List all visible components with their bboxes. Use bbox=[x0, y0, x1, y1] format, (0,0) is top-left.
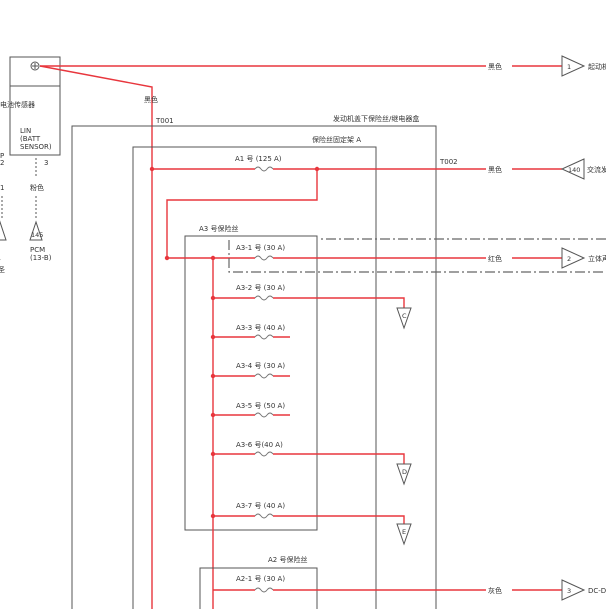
connector-starter: 黑色 1 起动机 bbox=[486, 55, 606, 77]
terminal-icon bbox=[30, 61, 40, 71]
fuse-a3-2: A3-2 号 (30 A) bbox=[213, 284, 405, 308]
connector-pin: 1 bbox=[567, 63, 571, 71]
connector-pin: 2 bbox=[567, 255, 571, 263]
fuse-a3-4: A3-4 号 (30 A) bbox=[213, 362, 290, 379]
wire-color: 黑色 bbox=[488, 62, 502, 71]
fuse-holder-a bbox=[132, 146, 377, 609]
offpage-d: D bbox=[396, 463, 412, 486]
fuse-a3-6: A3-6 号(40 A) bbox=[213, 441, 405, 464]
connector-dcdc: 灰色 3 DC-D bbox=[486, 579, 606, 601]
wire-color-black: 黑色 bbox=[144, 95, 158, 104]
pcm-connector: 145 PCM (13-B) bbox=[29, 220, 52, 262]
offpage-e: E bbox=[396, 523, 412, 546]
underhood-box-title: 发动机盖下保险丝/继电器盒 bbox=[333, 114, 419, 123]
fuse-block-a3 bbox=[184, 235, 318, 531]
wire-battery-main bbox=[39, 65, 153, 609]
lin-label: SENSOR) bbox=[20, 143, 52, 151]
fuse-a3-5: A3-5 号 (50 A) bbox=[213, 402, 290, 418]
connector-pin: 3 bbox=[567, 587, 571, 595]
fuse-block-a2-title: A2 号保险丝 bbox=[268, 555, 307, 564]
connector-dest: 立体声 bbox=[588, 254, 606, 263]
svg-text:E: E bbox=[402, 528, 406, 536]
wire-color: 黑色 bbox=[488, 165, 502, 174]
wire-color-pink: 粉色 bbox=[30, 183, 44, 192]
fuse-a3-7: A3-7 号 (40 A) bbox=[213, 502, 405, 524]
offpage-c: C bbox=[396, 307, 412, 330]
fuse-label: A2-1 号 (30 A) bbox=[236, 575, 285, 583]
fuse-a1: A1 号 (125 A) bbox=[152, 155, 515, 172]
fuse-label: A3-1 号 (30 A) bbox=[236, 244, 285, 252]
underhood-fuse-box bbox=[71, 125, 437, 609]
connector-dest: 交流发 bbox=[587, 165, 606, 174]
pcm-label: (13-B) bbox=[30, 254, 52, 262]
connector-dest: 起动机 bbox=[588, 62, 606, 71]
junction-t002: T002 bbox=[439, 158, 458, 166]
wire-color: 红色 bbox=[488, 254, 502, 263]
fuse-label: A3-3 号 (40 A) bbox=[236, 324, 285, 332]
battery-sensor-box: 电池传感器 LIN (BATT SENSOR) bbox=[0, 56, 61, 156]
fuse-holder-a-title: 保险丝固定架 A bbox=[312, 135, 361, 144]
fuse-label: A1 号 (125 A) bbox=[235, 155, 282, 163]
connector-pin: 140 bbox=[568, 166, 580, 174]
sensor-label: 电池传感器 bbox=[0, 100, 35, 109]
fuse-label: A3-5 号 (50 A) bbox=[236, 402, 285, 410]
pcm-label: PCM bbox=[30, 246, 45, 254]
fuse-a3-3: A3-3 号 (40 A) bbox=[213, 324, 290, 340]
fuse-label: A3-6 号(40 A) bbox=[236, 441, 283, 449]
connector-stereo: 红色 2 立体声 bbox=[486, 247, 606, 269]
pin-label: P bbox=[0, 152, 4, 160]
pin-label: 1 bbox=[0, 184, 4, 192]
svg-text:C: C bbox=[402, 312, 407, 320]
wire-color: 灰色 bbox=[488, 586, 502, 595]
fuse-a2-1: A2-1 号 (30 A) bbox=[213, 575, 515, 593]
svg-text:/: / bbox=[0, 258, 1, 266]
fuse-a3-1: A3-1 号 (30 A) bbox=[213, 244, 515, 261]
lin-label: (BATT bbox=[20, 135, 41, 143]
fuse-label: A3-2 号 (30 A) bbox=[236, 284, 285, 292]
connector-alternator: 黑色 140 交流发 bbox=[486, 158, 606, 180]
fuse-block-a3-title: A3 号保险丝 bbox=[199, 224, 238, 233]
pcm-pin: 145 bbox=[31, 231, 43, 239]
svg-text:圣: 圣 bbox=[0, 266, 5, 274]
fuse-label: A3-4 号 (30 A) bbox=[236, 362, 285, 370]
connector-dest: DC-D bbox=[588, 587, 606, 595]
svg-text:D: D bbox=[402, 468, 407, 476]
junction-t001: T001 bbox=[155, 117, 174, 125]
lin-label: LIN bbox=[20, 127, 31, 135]
pin-label: 2 bbox=[0, 159, 4, 167]
fuse-block-a2 bbox=[199, 567, 318, 609]
wire-a1-to-a3 bbox=[166, 169, 318, 258]
fuse-label: A3-7 号 (40 A) bbox=[236, 502, 285, 510]
pin-label: 3 bbox=[44, 159, 48, 167]
